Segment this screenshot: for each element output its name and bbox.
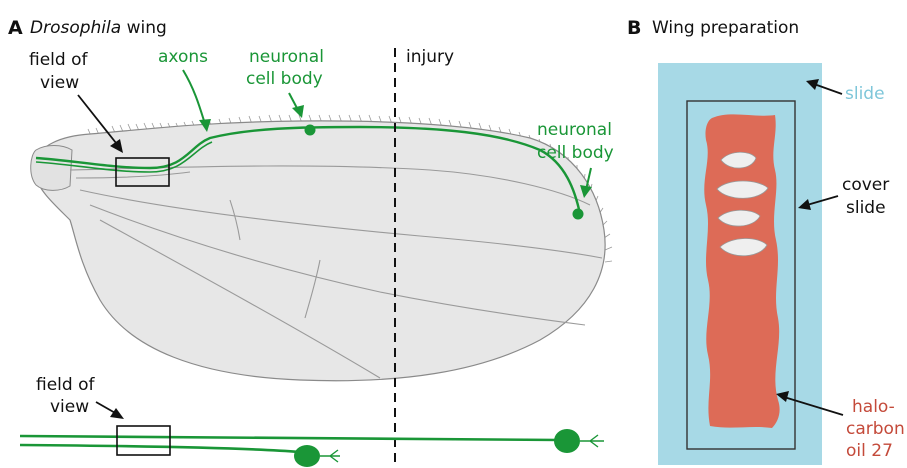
- cell-body-dot-2: [573, 209, 584, 220]
- bottom-cell-body-2: [554, 429, 580, 453]
- cell-body-dot-1: [305, 125, 316, 136]
- bottom-dendrite-1: [320, 450, 340, 462]
- cover-label-1: cover: [842, 175, 889, 195]
- axons-arrow: [183, 70, 205, 124]
- panel-b-letter: B: [627, 17, 641, 39]
- panel-a-title-italic: Drosophila: [30, 18, 121, 38]
- cell-body-arrowhead: [292, 105, 304, 118]
- panel-a-letter: A: [8, 17, 23, 39]
- wing-blade: [36, 121, 605, 381]
- neuronal-label-2: neuronal: [537, 120, 612, 140]
- axons-label: axons: [158, 47, 208, 67]
- bottom-axon-lower: [20, 445, 300, 452]
- field-of-view-bottom-box: [117, 426, 170, 455]
- halo-label-2: carbon: [846, 419, 905, 439]
- cell-body-label-2: cell body: [537, 143, 614, 163]
- bottom-dendrite-2: [580, 435, 604, 447]
- field-of-view-bottom-label-2: view: [50, 397, 89, 417]
- cell-body-label: cell body: [246, 69, 323, 89]
- bottom-axon-upper: [20, 436, 560, 440]
- cover-label-2: slide: [846, 198, 886, 218]
- bottom-cell-body-1: [294, 445, 320, 467]
- field-of-view-label-1: field of: [29, 50, 88, 70]
- panel-a-title-rest: wing: [121, 18, 167, 38]
- slide-label: slide: [845, 84, 885, 104]
- panel-b-title: Wing preparation: [652, 18, 799, 38]
- injury-label: injury: [406, 47, 454, 67]
- halo-label-3: oil 27: [846, 441, 893, 461]
- field-of-view-bottom-label-1: field of: [36, 375, 95, 395]
- field-of-view-bottom-arrowhead: [110, 408, 124, 419]
- wing-hinge: [31, 146, 72, 191]
- neuronal-label: neuronal: [249, 47, 324, 67]
- panel-a-title: Drosophila wing: [30, 18, 167, 38]
- field-of-view-label-2: view: [40, 73, 79, 93]
- halo-label-1: halo-: [852, 397, 895, 417]
